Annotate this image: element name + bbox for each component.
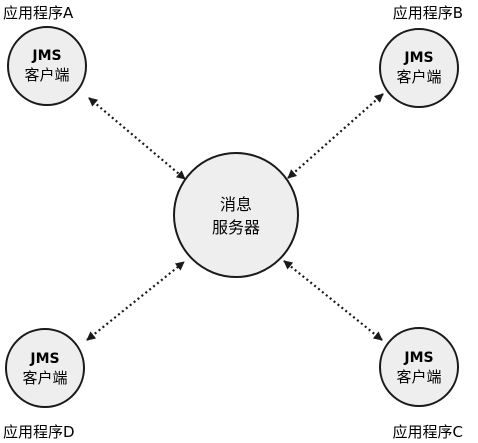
message-server-line1: 消息: [220, 195, 252, 214]
connection-c-server: [283, 260, 383, 341]
client-circle-b: [379, 28, 459, 108]
client-c-line1: JMS: [403, 350, 433, 366]
connection-a-server: [88, 97, 186, 180]
client-d-line1: JMS: [29, 351, 59, 367]
app-label-b: 应用程序B: [393, 4, 463, 22]
client-circle-c: [379, 327, 459, 407]
client-circle-d: [5, 328, 85, 408]
connections: [86, 93, 384, 341]
client-a-line2: 客户端: [24, 66, 69, 84]
client-node-a: 应用程序A JMS 客户端: [3, 4, 87, 106]
app-label-a: 应用程序A: [3, 4, 74, 22]
client-c-line2: 客户端: [396, 368, 441, 386]
client-b-line1: JMS: [403, 50, 433, 66]
client-d-line2: 客户端: [22, 369, 67, 387]
message-server-line2: 服务器: [212, 218, 260, 237]
connection-b-server: [287, 93, 384, 179]
client-node-d: JMS 客户端 应用程序D: [3, 328, 85, 441]
client-node-c: JMS 客户端 应用程序C: [379, 327, 463, 441]
client-b-line2: 客户端: [396, 68, 441, 86]
message-server-circle: [173, 152, 299, 278]
connection-d-server: [86, 261, 185, 341]
client-node-b: 应用程序B JMS 客户端: [379, 4, 463, 108]
app-label-d: 应用程序D: [3, 423, 75, 441]
client-circle-a: [7, 26, 87, 106]
client-a-line1: JMS: [31, 48, 61, 64]
app-label-c: 应用程序C: [393, 423, 463, 441]
message-server-node: 消息 服务器: [173, 152, 299, 278]
